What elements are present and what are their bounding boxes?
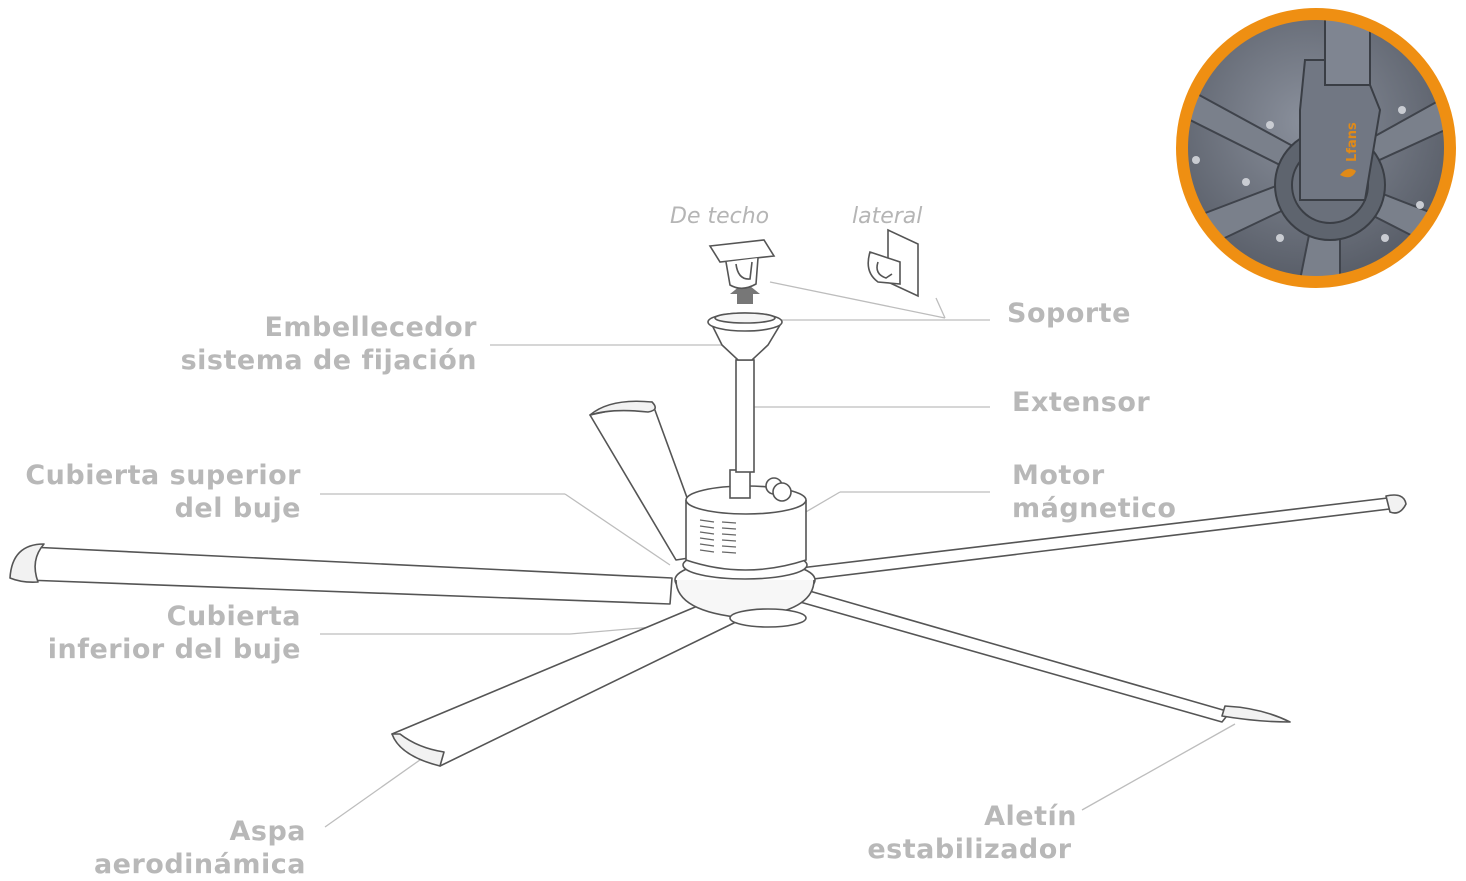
label-cubierta-superior-line1: Cubierta superior bbox=[25, 460, 301, 491]
label-embellecedor-line2: sistema de fijación bbox=[180, 345, 477, 376]
blade-front-right-tip bbox=[1221, 705, 1291, 723]
label-cubierta-inferior-line1: Cubierta bbox=[166, 601, 301, 632]
label-aletin-line1: Aletín bbox=[984, 801, 1077, 832]
extension-pole bbox=[707, 312, 783, 473]
label-extensor: Extensor bbox=[1012, 386, 1150, 419]
lateral-bracket bbox=[867, 228, 919, 298]
label-aletin: Aletín estabilizador bbox=[862, 800, 1077, 866]
blade-front-right bbox=[799, 589, 1231, 723]
label-aspa-line1: Aspa bbox=[229, 816, 306, 847]
label-cubierta-superior-line2: del buje bbox=[174, 493, 301, 524]
label-motor: Motor mágnetico bbox=[1012, 459, 1176, 525]
label-soporte-text: Soporte bbox=[1007, 298, 1131, 329]
label-cubierta-superior: Cubierta superior del buje bbox=[25, 459, 301, 525]
inset-photo: Lfans bbox=[1186, 18, 1446, 278]
blade-right-tip bbox=[1385, 494, 1407, 514]
inset-brand-text: Lfans bbox=[1345, 122, 1360, 162]
blade-front-left bbox=[391, 604, 741, 767]
blade-left bbox=[25, 546, 673, 605]
label-aspa: Aspa aerodinámica bbox=[94, 815, 306, 881]
label-aspa-line2: aerodinámica bbox=[93, 849, 306, 880]
blade-left-tip bbox=[9, 543, 45, 583]
label-soporte: Soporte bbox=[1007, 297, 1131, 330]
inset-ring bbox=[1176, 8, 1456, 288]
label-cubierta-inferior-line2: inferior del buje bbox=[47, 634, 301, 665]
label-motor-line2: mágnetico bbox=[1012, 493, 1177, 524]
bracket-type-ceiling: De techo bbox=[670, 204, 770, 229]
hub-assembly bbox=[674, 469, 816, 628]
label-embellecedor-line1: Embellecedor bbox=[264, 312, 477, 343]
ceiling-bracket bbox=[708, 239, 776, 290]
blade-back-tip bbox=[589, 400, 656, 416]
label-extensor-text: Extensor bbox=[1012, 387, 1151, 418]
bracket-type-lateral: lateral bbox=[852, 204, 923, 229]
label-aletin-line2: estabilizador bbox=[867, 834, 1072, 865]
label-cubierta-inferior: Cubierta inferior del buje bbox=[48, 600, 301, 666]
label-embellecedor: Embellecedor sistema de fijación bbox=[181, 311, 477, 377]
mount-arrow bbox=[730, 282, 760, 304]
leader-lines bbox=[320, 281, 1236, 828]
motor-body bbox=[685, 500, 807, 571]
brand-logo-icon bbox=[1340, 168, 1356, 178]
label-motor-line1: Motor bbox=[1012, 460, 1105, 491]
blade-front-left-tip bbox=[391, 733, 445, 767]
